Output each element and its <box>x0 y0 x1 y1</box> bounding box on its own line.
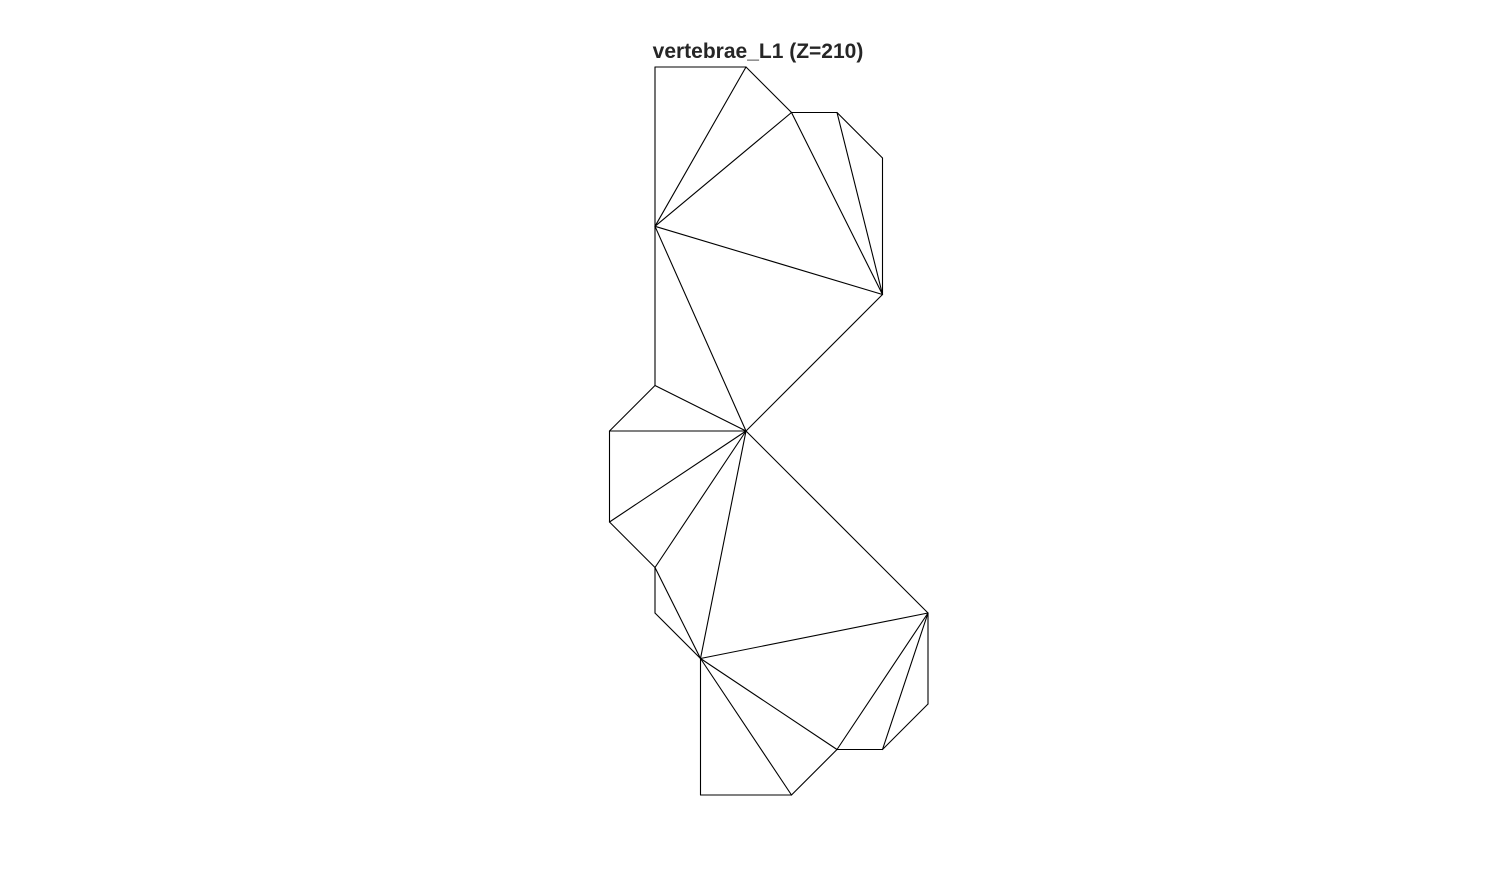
mesh-edge-8-11 <box>654 430 747 569</box>
mesh-edge-13-18 <box>699 657 793 796</box>
mesh-edge-6-8 <box>654 225 747 432</box>
mesh-edge-14-16 <box>881 612 929 751</box>
mesh-edge-7-9 <box>608 384 656 432</box>
mesh-edge-3-5 <box>836 111 884 296</box>
mesh-edge-12-13 <box>654 612 702 660</box>
mesh-edge-8-10 <box>608 430 747 523</box>
mesh-edge-5-6 <box>654 225 884 296</box>
mesh-edge-17-18 <box>790 748 838 796</box>
mesh-edge-11-13 <box>654 566 702 660</box>
mesh-edge-7-8 <box>654 384 747 432</box>
mesh-edge-2-6 <box>654 111 793 227</box>
mesh-edge-13-17 <box>699 657 838 751</box>
mesh-edge-15-16 <box>881 703 929 751</box>
mesh-edge-13-14 <box>699 612 929 660</box>
mesh-edge-10-11 <box>608 521 656 569</box>
mesh-edge-1-6 <box>654 66 747 227</box>
mesh-edge-14-17 <box>836 612 929 751</box>
mesh-edge-8-13 <box>699 430 747 660</box>
mesh-edge-8-14 <box>745 430 929 614</box>
mesh-edge-3-4 <box>836 111 884 159</box>
mesh-edge-1-2 <box>745 66 793 114</box>
plot-title: vertebrae_L1 (Z=210) <box>652 40 864 63</box>
mesh-edge-2-5 <box>790 111 884 296</box>
mesh-edge-5-8 <box>745 293 884 432</box>
